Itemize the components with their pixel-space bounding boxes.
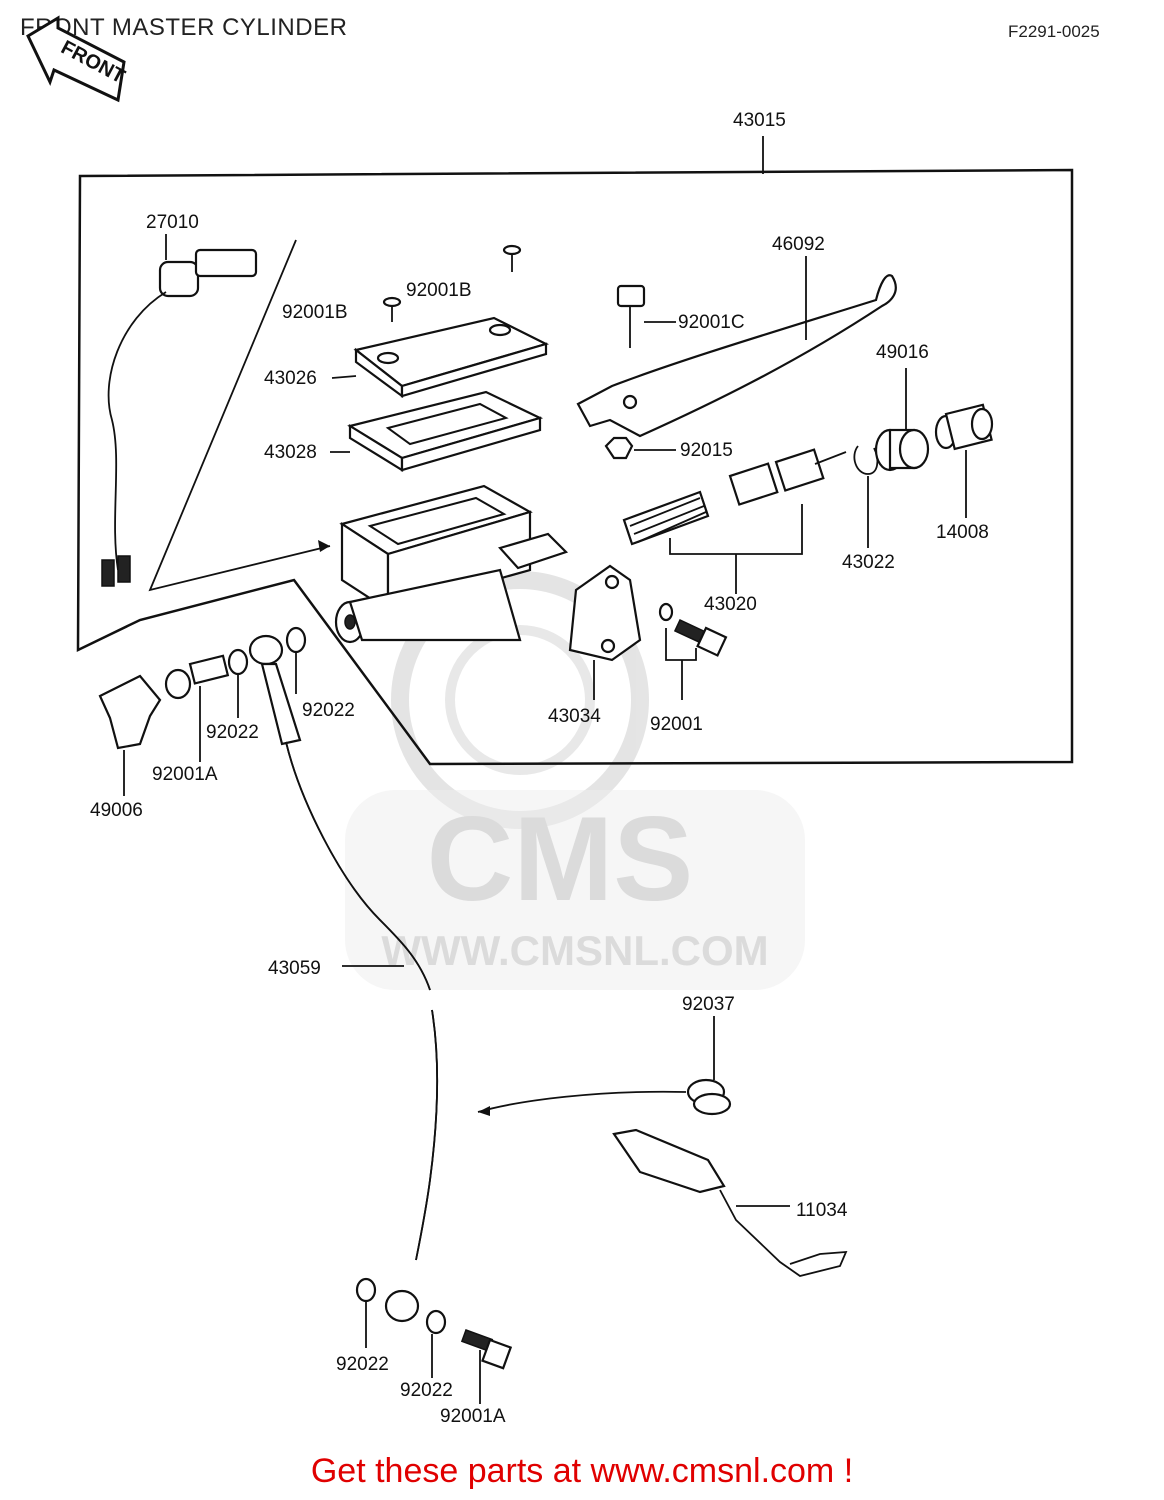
- bleeder-cap-49006: [98, 674, 162, 796]
- label-43026: 43026: [264, 368, 317, 389]
- label-92022-right: 92022: [302, 700, 355, 721]
- label-43034: 43034: [548, 706, 601, 727]
- clamp-43034: [568, 564, 642, 700]
- label-92022-bottom-right: 92022: [400, 1380, 453, 1401]
- grommet-92037: [477, 1016, 732, 1116]
- label-92001A-bottom: 92001A: [440, 1406, 506, 1427]
- nut-92015: [604, 436, 676, 460]
- diaphragm-43028: [330, 390, 544, 472]
- front-arrow-icon: FRONT: [26, 15, 128, 103]
- banjo-fitting: [164, 626, 307, 762]
- label-92022-left: 92022: [206, 722, 259, 743]
- label-92001B-left: 92001B: [282, 302, 348, 323]
- boot-49016: [874, 368, 930, 472]
- label-27010: 27010: [146, 212, 199, 233]
- label-92001B-right: 92001B: [406, 280, 472, 301]
- bolt-92001C: [616, 284, 676, 348]
- label-43022: 43022: [842, 552, 895, 573]
- bolt-92001: [658, 602, 728, 700]
- label-49006: 49006: [90, 800, 143, 821]
- label-43028: 43028: [264, 442, 317, 463]
- label-43020: 43020: [704, 594, 757, 615]
- lower-banjo: [355, 1277, 513, 1404]
- boot-14008: [934, 403, 994, 518]
- master-cylinder-body: [334, 484, 569, 644]
- lever-46092: [576, 256, 897, 438]
- brake-hose-43059: [285, 741, 438, 1261]
- label-92001C: 92001C: [678, 312, 745, 333]
- cms-watermark: CMS WWW.CMSNL.COM: [345, 571, 805, 990]
- screw-92001B: [382, 244, 522, 322]
- label-46092: 46092: [772, 234, 825, 255]
- label-14008: 14008: [936, 522, 989, 543]
- reservoir-cap-43026: [331, 316, 550, 399]
- hose-clamp-11034: [612, 1128, 848, 1277]
- label-92022-bottom-left: 92022: [336, 1354, 389, 1375]
- label-49016: 49016: [876, 342, 929, 363]
- label-43015: 43015: [733, 110, 786, 131]
- watermark-url: WWW.CMSNL.COM: [381, 927, 768, 974]
- label-92001: 92001: [650, 714, 703, 735]
- diagram-code: F2291-0025: [1008, 22, 1100, 41]
- brake-switch-27010: [101, 234, 331, 592]
- label-11034: 11034: [796, 1200, 848, 1221]
- label-92001A-top: 92001A: [152, 764, 218, 785]
- watermark-brand: CMS: [427, 792, 694, 926]
- circlip-43022: [853, 445, 879, 548]
- assembly-outline: [76, 168, 1074, 766]
- promo-link[interactable]: Get these parts at www.cmsnl.com !: [310, 1452, 854, 1490]
- label-92037: 92037: [682, 994, 735, 1015]
- label-43059: 43059: [268, 958, 321, 979]
- piston-assembly-43020: [622, 448, 847, 594]
- label-92015: 92015: [680, 440, 733, 461]
